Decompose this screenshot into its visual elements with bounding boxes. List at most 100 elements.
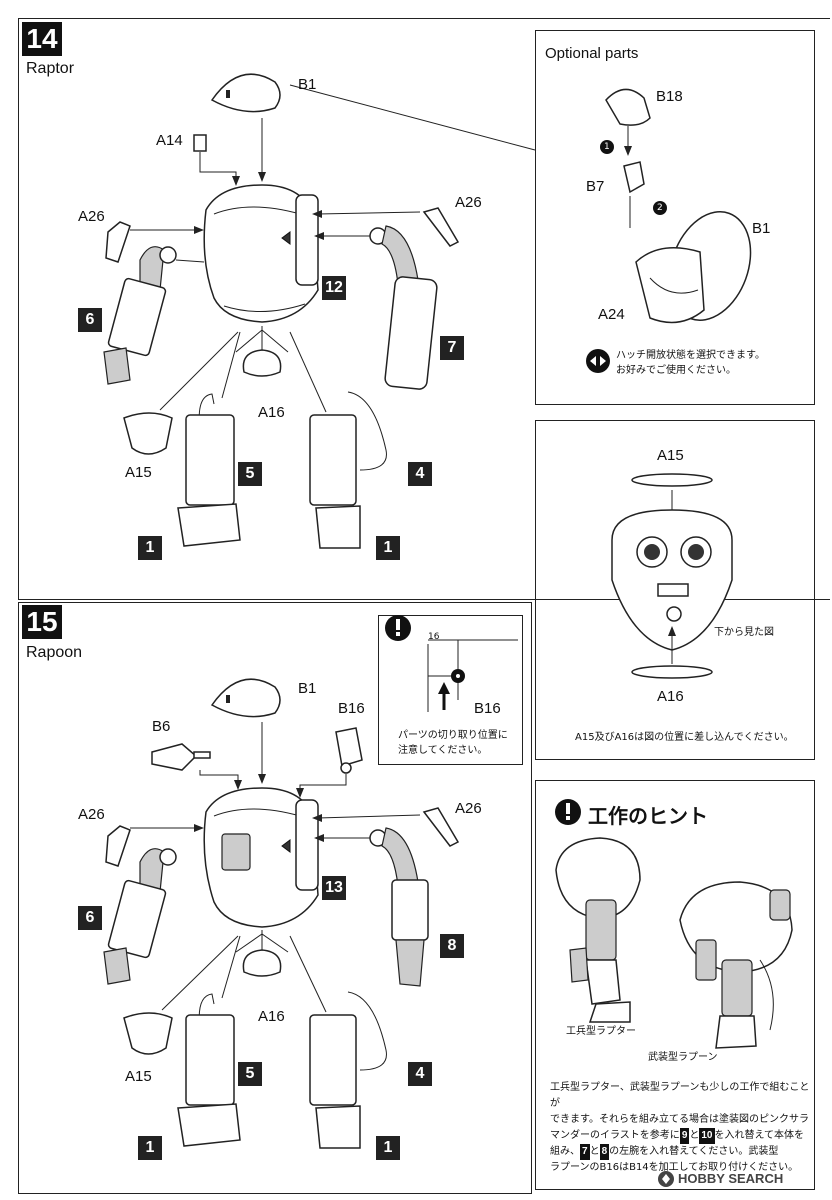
head-label-a15: A15: [657, 447, 684, 464]
raptor-left-shoulder: [139, 246, 165, 291]
head-label-a16: A16: [657, 688, 684, 705]
hint-box-10: 10: [699, 1128, 715, 1144]
b16-part: [335, 727, 363, 767]
step15-label-b6: B6: [152, 718, 171, 735]
optional-label-a24: A24: [598, 306, 625, 323]
rapoon-right-forearm: [391, 879, 429, 941]
step14-label-b1: B1: [298, 76, 317, 93]
a26-left-part: [105, 221, 131, 263]
step14-badge-torso: 12: [322, 276, 346, 300]
raptor-right-arm-claw: [384, 276, 438, 390]
hint-artwork: [555, 799, 793, 1049]
swap-icon: [586, 349, 610, 373]
step-1-marker: [600, 140, 614, 154]
step14-label-a15: A15: [125, 464, 152, 481]
step14-frame: [18, 18, 830, 600]
raptor-right-foot: [315, 505, 361, 549]
step15-label-a16: A16: [258, 1008, 285, 1025]
rapoon-left-hand: [103, 947, 131, 985]
optional-note: ハッチ開放状態を選択できます。 お好みでご使用ください。: [616, 348, 765, 378]
step14-label-a16: A16: [258, 404, 285, 421]
step15-badge-left-foot: 1: [138, 1136, 162, 1160]
rapoon-left-shoulder: [139, 848, 165, 893]
b6-part: [151, 743, 198, 771]
step15-badge-right-arm: 8: [440, 934, 464, 958]
optional-parts-artwork: [586, 88, 752, 373]
watermark-text: HOBBY SEARCH: [678, 1171, 784, 1186]
cut-note-part-label: B16: [474, 700, 501, 717]
rapoon-chest-weapon: [221, 833, 251, 871]
rapoon-backpack: [295, 799, 319, 891]
a26-right-part-15: [422, 807, 460, 847]
a14-part: [193, 134, 207, 152]
step15-label-b1: B1: [298, 680, 317, 697]
optional-note-line1: ハッチ開放状態を選択できます。: [616, 350, 765, 361]
a16-part: [242, 349, 282, 377]
a16-bottom-part: [631, 665, 713, 679]
raptor-right-shoulder: [381, 225, 419, 285]
watermark-logo: [658, 1171, 674, 1187]
step-15-name: Rapoon: [26, 644, 83, 661]
hint-box-8: 8: [599, 1144, 610, 1160]
optional-step-1-number: 1: [604, 142, 610, 152]
step14-badge-left-arm: 6: [78, 308, 102, 332]
b1-hatch-part-15: [210, 678, 281, 718]
cut-note-gate-number: 16: [428, 632, 440, 642]
hint-and2: と: [589, 1146, 600, 1157]
raptor-left-hand: [103, 347, 131, 385]
raptor-torso-part: [203, 184, 319, 323]
step14-badge-left-foot: 1: [138, 536, 162, 560]
step15-badge-torso: 13: [322, 876, 346, 900]
hint-line3a: マンダーのイラストを参考に: [550, 1130, 680, 1141]
step14-label-a26-left: A26: [78, 208, 105, 225]
cut-note-artwork: [385, 615, 518, 712]
a24-part: [635, 247, 705, 324]
optional-label-b7: B7: [586, 178, 605, 195]
raptor-left-leg: [185, 414, 235, 506]
a15-part: [123, 412, 173, 455]
b7-part: [623, 161, 645, 194]
optional-parts-panel: [535, 30, 815, 405]
cut-note-panel: [378, 615, 523, 765]
step15-badge-right-foot: 1: [376, 1136, 400, 1160]
step-15-number: 15: [22, 605, 62, 639]
a15-part-15: [123, 1012, 173, 1055]
raptor-right-leg: [309, 414, 357, 506]
head-note: A15及びA16は図の位置に差し込んでください。: [575, 732, 794, 743]
step15-frame: [18, 602, 532, 1194]
raptor-left-foot: [177, 503, 241, 547]
step-14-name: Raptor: [26, 60, 75, 77]
step15-badge-right-leg: 4: [408, 1062, 432, 1086]
step-2-marker: [653, 201, 667, 215]
head-detail-artwork: [611, 473, 733, 679]
step15-label-b16: B16: [338, 700, 365, 717]
hint-line4b: の左腕を入れ替えてください。武装型: [609, 1146, 779, 1157]
rapoon-left-foot: [177, 1103, 241, 1147]
optional-label-b1: B1: [752, 220, 771, 237]
optional-step-2-number: 2: [657, 203, 663, 213]
optional-label-b18: B18: [656, 88, 683, 105]
raptor-left-forearm: [107, 277, 167, 357]
step14-badge-right-arm: 7: [440, 336, 464, 360]
b1-slot: [226, 90, 230, 98]
rapoon-torso-part: [203, 787, 319, 928]
hint-panel: [535, 780, 815, 1190]
hint-line2: できます。それらを組み立てる場合は塗装図のピンクサラ: [550, 1114, 809, 1125]
cut-arrow: [438, 682, 450, 694]
step14-badge-right-leg: 4: [408, 462, 432, 486]
rapoon-left-leg: [185, 1014, 235, 1106]
hint-line1: 工兵型ラプター、武装型ラプーンも少しの工作で組むことが: [550, 1082, 810, 1109]
optional-leader-line: [289, 84, 536, 151]
a16-part-15: [242, 949, 282, 977]
step15-label-a15: A15: [125, 1068, 152, 1085]
hint-line3b: を入れ替えて本体を: [714, 1130, 805, 1141]
step14-badge-left-leg: 5: [238, 462, 262, 486]
optional-note-line2: お好みでご使用ください。: [616, 365, 736, 376]
hint-box-7: 7: [580, 1144, 590, 1160]
rapoon-right-shoulder: [381, 827, 419, 887]
head-detail-panel: [535, 420, 815, 760]
rapoon-right-hand: [395, 939, 425, 987]
